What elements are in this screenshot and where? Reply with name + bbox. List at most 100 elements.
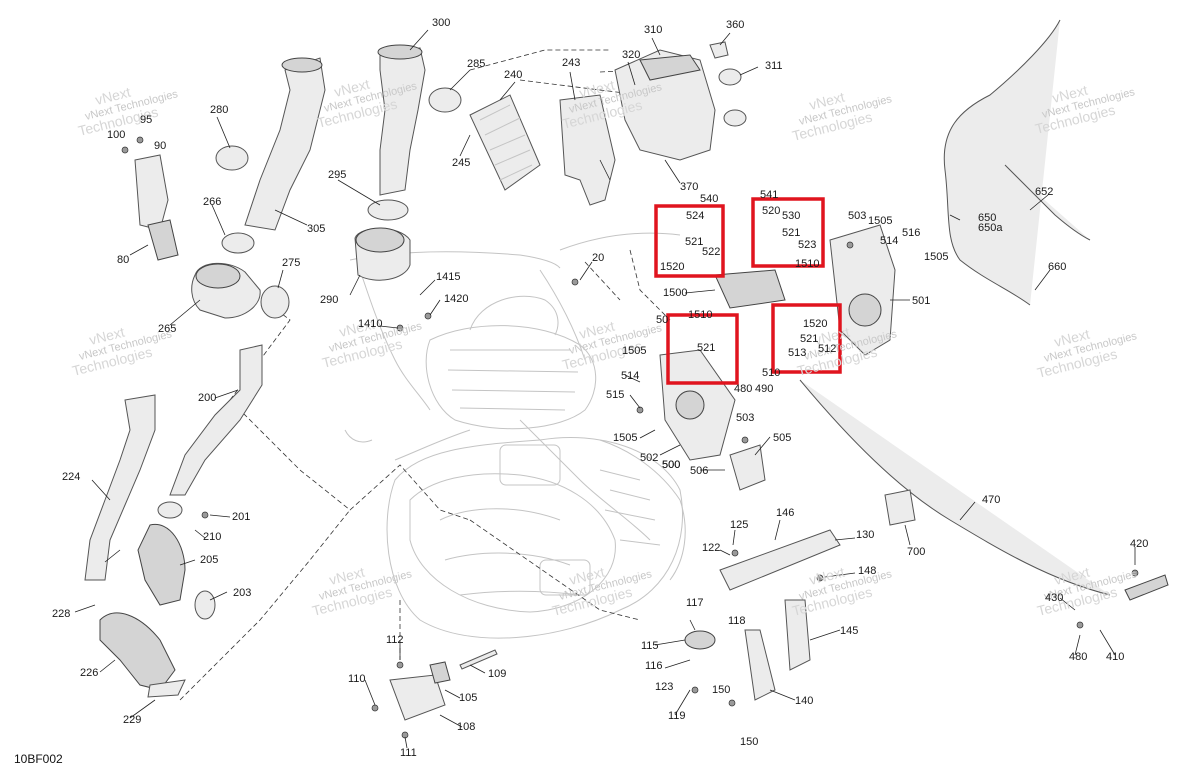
callout-516: 516 [902,227,920,239]
callout-224: 224 [62,471,80,483]
callout-226: 226 [80,667,98,679]
callout-541: 541 [760,189,778,201]
callout-265: 265 [158,323,176,335]
callout-430: 430 [1045,592,1063,604]
callout-521: 521 [782,227,800,239]
drawing-code: 10BF002 [14,752,63,766]
callout-503: 503 [736,412,754,424]
callout-300: 300 [432,17,450,29]
callout-530: 530 [782,210,800,222]
callout-305: 305 [307,223,325,235]
callout-510: 510 [762,367,780,379]
callout-1415: 1415 [436,271,460,283]
callout-122: 122 [702,542,720,554]
callout-513: 513 [788,347,806,359]
callout-1505: 1505 [622,345,646,357]
callout-201: 201 [232,511,250,523]
callout-203: 203 [233,587,251,599]
callout-210: 210 [203,531,221,543]
callout-275: 275 [282,257,300,269]
callout-119: 119 [668,710,686,722]
callout-500: 500 [662,459,680,471]
callout-1520: 1520 [660,261,684,273]
callout-280: 280 [210,104,228,116]
highlight-box-4[interactable] [771,303,842,374]
callout-80: 80 [117,254,129,266]
callout-515: 515 [606,389,624,401]
callout-523: 523 [798,239,816,251]
callout-20: 20 [592,252,604,264]
callout-320: 320 [622,49,640,61]
callout-652: 652 [1035,186,1053,198]
callout-1520: 1520 [803,318,827,330]
callout-502: 502 [640,452,658,464]
callout-540: 540 [700,193,718,205]
highlight-box-3[interactable] [666,313,739,385]
callout-501: 501 [912,295,930,307]
callout-50: 50 [656,314,668,326]
callout-503: 503 [848,210,866,222]
callout-118: 118 [728,615,746,627]
callout-490: 490 [755,383,773,395]
callout-1510: 1510 [795,258,819,270]
highlight-box-2[interactable] [751,197,825,268]
callout-650a: 650a [978,222,1003,234]
callout-112: 112 [386,634,404,646]
callout-480: 480 [1069,651,1087,663]
callout-150: 150 [740,736,758,748]
engine-ghost [344,232,686,639]
callout-90: 90 [154,140,166,152]
callout-1505: 1505 [613,432,637,444]
callout-110: 110 [348,673,366,685]
callout-200: 200 [198,392,216,404]
callout-150: 150 [712,684,730,696]
callout-650: 650 [978,212,996,224]
callout-500: 500 [662,459,680,471]
callout-243: 243 [562,57,580,69]
callout-125: 125 [730,519,748,531]
callout-245: 245 [452,157,470,169]
callout-130: 130 [856,529,874,541]
callout-109: 109 [488,668,506,680]
callout-512: 512 [818,343,836,355]
leader-lines [74,29,1136,749]
callout-470: 470 [982,494,1000,506]
callout-514: 514 [880,235,898,247]
callout-1420: 1420 [444,293,468,305]
callout-370: 370 [680,181,698,193]
callout-123: 123 [655,681,673,693]
callout-228: 228 [52,608,70,620]
callout-148: 148 [858,565,876,577]
callout-1510: 1510 [688,309,712,321]
callout-310: 310 [644,24,662,36]
callout-514: 514 [621,370,639,382]
routing-lines [179,49,691,701]
callout-521: 521 [800,333,818,345]
highlight-boxes [654,197,842,385]
callout-410: 410 [1106,651,1124,663]
callout-285: 285 [467,58,485,70]
highlight-box-1[interactable] [654,204,725,278]
callout-100: 100 [107,129,125,141]
callout-105: 105 [459,692,477,704]
callout-660: 660 [1048,261,1066,273]
callout-480: 480 [734,383,752,395]
callout-95: 95 [140,114,152,126]
callout-240: 240 [504,69,522,81]
callout-266: 266 [203,196,221,208]
callout-115: 115 [641,640,659,652]
callout-145: 145 [840,625,858,637]
callout-108: 108 [457,721,475,733]
callout-1505: 1505 [868,215,892,227]
callout-205: 205 [200,554,218,566]
callout-295: 295 [328,169,346,181]
parts [84,19,1169,739]
